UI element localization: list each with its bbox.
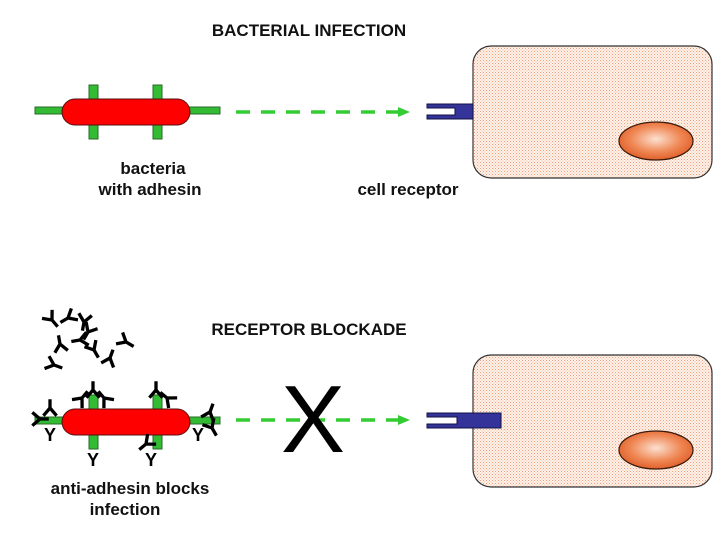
panel-title-bacterial-infection: BACTERIAL INFECTION — [212, 21, 406, 40]
antibody-y-left: Y — [44, 425, 56, 445]
antibody-icon — [43, 355, 63, 371]
nucleus — [618, 430, 694, 470]
antibody-icon — [71, 390, 89, 409]
block-x-mark: X — [281, 366, 345, 473]
cell-body — [472, 354, 713, 488]
antibody-icon — [31, 411, 49, 427]
free-antibodies — [41, 307, 135, 371]
arrowhead-icon — [398, 107, 410, 117]
antibody-icon — [42, 399, 58, 417]
antibody-icon — [97, 390, 115, 409]
bacterium-with-adhesin — [34, 84, 221, 140]
bound-antibodies — [31, 381, 218, 451]
bacterium-body — [61, 408, 191, 436]
antibody-icon — [85, 381, 101, 399]
bacterium-body — [61, 98, 191, 126]
cell-body — [472, 45, 713, 179]
cell-receptor — [426, 412, 502, 429]
antibody-y-right: Y — [192, 425, 204, 445]
antibody-icon — [77, 312, 93, 331]
bacteria-label-line1: bacteria — [120, 159, 186, 178]
host-cell — [426, 354, 713, 488]
bottom-panel: RECEPTOR BLOCKADE Y Y Y Y X anti-adhesin… — [31, 307, 713, 519]
nucleus — [618, 121, 694, 161]
antibody-icon — [41, 309, 59, 328]
bacteria-label-line2: with adhesin — [98, 180, 202, 199]
antibody-icon — [148, 381, 164, 399]
blocked-label-line1: anti-adhesin blocks — [51, 479, 210, 498]
antibody-icon — [100, 349, 116, 369]
antibody-y-bottom-left: Y — [87, 450, 99, 470]
antibody-y-bottom-right: Y — [145, 450, 157, 470]
antibody-icon — [53, 335, 69, 354]
blocked-label-line2: infection — [90, 500, 161, 519]
antibody-icon — [83, 339, 100, 359]
panel-title-receptor-blockade: RECEPTOR BLOCKADE — [211, 320, 406, 339]
bacterium-blocked: Y Y Y Y — [31, 381, 221, 470]
antibody-icon — [201, 417, 218, 437]
antibody-icon — [82, 321, 99, 341]
top-panel: BACTERIAL INFECTION bacteria with adhesi… — [34, 21, 713, 199]
antibody-icon — [159, 391, 178, 409]
host-cell — [426, 45, 713, 179]
arrowhead-icon — [398, 415, 410, 425]
receptor-label: cell receptor — [357, 180, 458, 199]
antibody-icon — [138, 433, 157, 451]
antibody-icon — [115, 331, 135, 348]
cell-receptor — [426, 103, 474, 120]
antibody-icon — [59, 307, 79, 324]
